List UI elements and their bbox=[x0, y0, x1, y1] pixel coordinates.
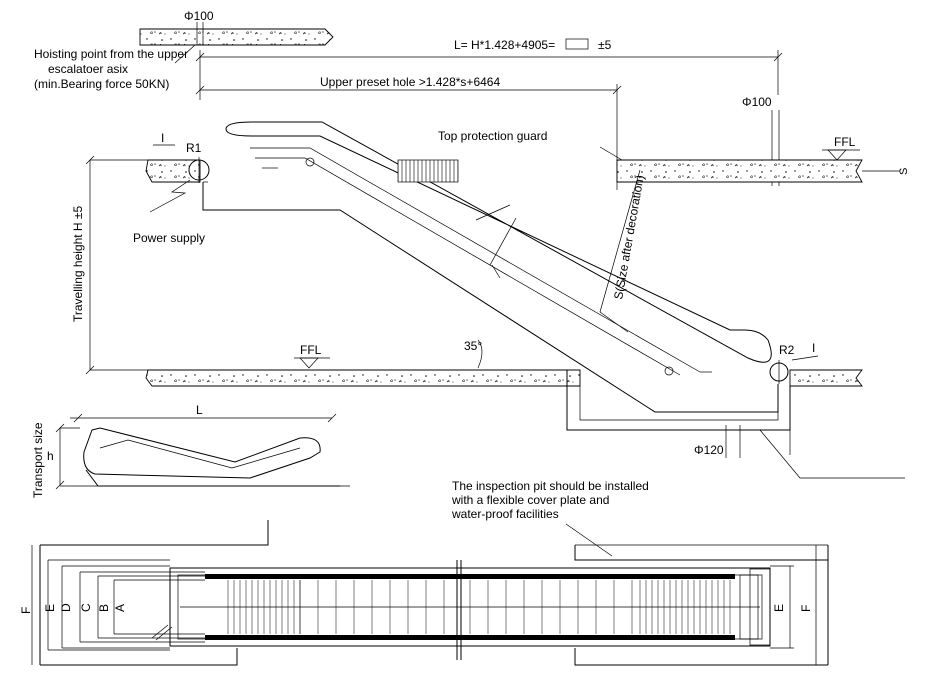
dim-e-left: E bbox=[43, 604, 57, 612]
phi100-top-label: Φ100 bbox=[184, 9, 214, 23]
transport-l-label: L bbox=[196, 403, 203, 417]
inspection-pit bbox=[566, 370, 791, 455]
r1-label: R1 bbox=[186, 141, 202, 155]
r2-hook: R2 I bbox=[769, 341, 819, 384]
inspection-note-line2: with a flexible cover plate and bbox=[451, 493, 609, 507]
r2-label: R2 bbox=[779, 343, 795, 357]
ffl-top-label: FFL bbox=[834, 135, 856, 149]
lower-floor-left bbox=[145, 369, 581, 387]
transport-size-label: Transport size bbox=[31, 422, 45, 498]
travelling-height-dimension: Travelling height H ±5 bbox=[71, 155, 148, 375]
escalator-handrail bbox=[225, 121, 772, 376]
plan-steps bbox=[227, 580, 731, 634]
transport-size: Transport size L h bbox=[31, 403, 350, 498]
upper-floor-left bbox=[145, 159, 201, 183]
dim-f-left: F bbox=[19, 607, 33, 614]
ffl-bottom-label: FFL bbox=[300, 343, 322, 357]
plan-dims-right: E F bbox=[770, 545, 817, 665]
transport-h-label: h bbox=[47, 449, 54, 463]
plan-dims-left: F E D C B A bbox=[19, 545, 205, 665]
hoisting-note-line2: escalatoer asix bbox=[48, 62, 128, 76]
dim-d: D bbox=[59, 603, 73, 612]
upper-preset-hole-label: Upper preset hole >1.428*s+6464 bbox=[320, 75, 500, 89]
travelling-height-label: Travelling height H ±5 bbox=[71, 205, 85, 322]
overall-length-dimension: L= H*1.428+4905= ±5 bbox=[195, 38, 783, 100]
dim-c: C bbox=[79, 603, 93, 612]
angle-indicator: 35° bbox=[464, 339, 483, 369]
inspection-note: The inspection pit should be installed w… bbox=[451, 479, 649, 557]
phi120-label: Φ120 bbox=[694, 443, 724, 457]
hoisting-beam-slab bbox=[139, 28, 334, 46]
ffl-bottom-marker: FFL bbox=[294, 343, 330, 369]
r1-hook: I R1 bbox=[153, 131, 210, 183]
dim-e-right: E bbox=[772, 604, 786, 612]
dim-a: A bbox=[113, 604, 127, 612]
ffl-top-marker: FFL bbox=[822, 135, 860, 161]
i-right-label: I bbox=[812, 341, 815, 355]
upper-preset-hole-dimension: Upper preset hole >1.428*s+6464 bbox=[195, 75, 622, 190]
power-supply: Power supply bbox=[133, 179, 205, 245]
top-protection-guard: Top protection guard bbox=[397, 129, 623, 279]
lower-floor-right bbox=[789, 369, 863, 387]
length-formula: L= H*1.428+4905= bbox=[454, 38, 555, 52]
phi100-right-label: Φ100 bbox=[742, 95, 772, 109]
length-value-box bbox=[565, 38, 589, 50]
dim-b: B bbox=[97, 604, 111, 612]
power-supply-label: Power supply bbox=[133, 231, 205, 245]
hoisting-note-line1: Hoisting point from the upper bbox=[34, 47, 188, 61]
s-size-dimension: S(Size after decoration) bbox=[599, 169, 647, 333]
hoisting-note: Hoisting point from the upper escalatoer… bbox=[34, 44, 196, 91]
hoisting-note-line3: (min.Bearing force 50KN) bbox=[34, 77, 169, 91]
angle-label: 35° bbox=[464, 339, 482, 353]
inspection-note-line1: The inspection pit should be installed bbox=[452, 479, 649, 493]
s-size-label: S(Size after decoration) bbox=[611, 174, 647, 301]
i-left-label: I bbox=[161, 131, 164, 145]
escalator-truss bbox=[202, 181, 779, 413]
upper-floor-right bbox=[616, 159, 863, 183]
plan-view bbox=[39, 520, 829, 666]
s-right-label: S bbox=[898, 168, 910, 175]
top-protection-guard-label: Top protection guard bbox=[438, 129, 547, 143]
inspection-note-line3: water-proof facilities bbox=[451, 507, 559, 521]
dim-f-right: F bbox=[799, 605, 813, 612]
length-tolerance: ±5 bbox=[598, 38, 612, 52]
phi120-hole: Φ120 bbox=[694, 425, 905, 479]
phi100-top-hole: Φ100 bbox=[184, 9, 214, 45]
